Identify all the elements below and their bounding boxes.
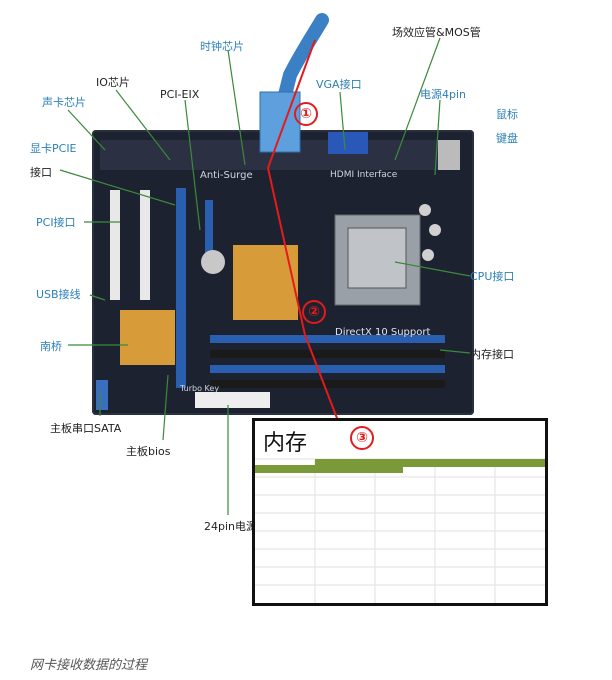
label-clock-chip: 时钟芯片 — [200, 40, 244, 53]
turbo-key-text: Turbo Key — [180, 384, 220, 393]
label-usb-pins: USB接线 — [36, 288, 81, 301]
step-marker-2: ② — [302, 300, 326, 324]
directx-text: DirectX 10 Support — [335, 327, 431, 338]
label-mosfet: 场效应管&MOS管 — [392, 26, 481, 39]
figure-caption: 网卡接收数据的过程 — [30, 658, 148, 673]
memory-zoom-box: 内存 — [252, 418, 548, 606]
label-power24pin: 24pin电源 — [204, 520, 258, 533]
label-mouse: 鼠标 — [496, 108, 518, 121]
label-pci-eix: PCI-EIX — [160, 88, 200, 101]
step-marker-1: ① — [294, 102, 318, 126]
hdmi-text: HDMI Interface — [330, 170, 398, 180]
label-keyboard: 键盘 — [496, 132, 518, 145]
label-pci-port: PCI接口 — [36, 216, 76, 229]
label-bios: 主板bios — [126, 445, 171, 458]
label-southbridge: 南桥 — [40, 340, 62, 353]
anti-surge-text: Anti-Surge — [200, 170, 253, 181]
label-sata: 主板串口SATA — [50, 422, 122, 435]
label-cpu-socket: CPU接口 — [470, 270, 515, 283]
label-sound-chip: 声卡芯片 — [42, 96, 86, 109]
step-marker-3: ③ — [350, 426, 374, 450]
label-gpu-pcie-port: 接口 — [30, 166, 52, 179]
label-memory-slot: 内存接口 — [470, 348, 514, 361]
memory-box-title: 内存 — [263, 431, 308, 456]
label-gpu-pcie: 显卡PCIE — [30, 142, 77, 155]
label-vga: VGA接口 — [316, 78, 362, 91]
label-io-chip: IO芯片 — [96, 76, 130, 89]
memory-grid — [255, 458, 545, 603]
label-power4pin: 电源4pin — [420, 88, 467, 101]
